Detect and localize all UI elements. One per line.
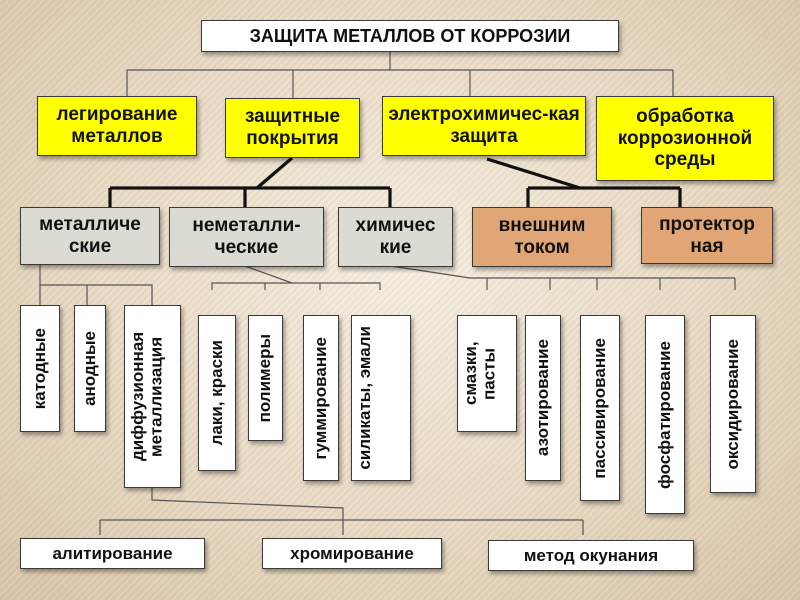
node-anodic: анодные: [74, 305, 106, 432]
node-protective-coatings-label: защитные покрытия: [244, 106, 341, 149]
node-chroming-label: хромирование: [290, 543, 414, 563]
node-environment-treatment-label: обработка коррозионной среды: [617, 105, 753, 171]
node-dipping-method-label: метод окунания: [523, 545, 659, 565]
node-protector-label: протектор ная: [659, 213, 755, 257]
node-external-current-label: внешним током: [498, 215, 586, 258]
node-lacquers-paints: лаки, краски: [198, 315, 236, 471]
node-nonmetallic-label: неметалли-ческие: [192, 215, 301, 258]
node-environment-treatment: обработка коррозионной среды: [596, 96, 774, 181]
node-nonmetallic: неметалли-ческие: [169, 207, 324, 267]
node-diffusion-metallization-label: диффузионная металлизация: [127, 331, 166, 462]
node-greases-pastes-label: смазки, пасты: [461, 341, 499, 406]
node-anodic-label: анодные: [79, 331, 99, 406]
node-polymers: полимеры: [248, 315, 283, 441]
node-rubberizing-label: гуммирование: [310, 336, 330, 460]
node-oxidation: оксидирование: [710, 315, 756, 493]
node-polymers-label: полимеры: [255, 333, 275, 423]
node-oxidation-label: оксидирование: [722, 338, 742, 470]
node-passivation-label: пассивирование: [589, 337, 609, 479]
node-passivation: пассивирование: [580, 315, 620, 501]
node-chemical-label: химичес кие: [355, 215, 436, 258]
page-title-text: ЗАЩИТА МЕТАЛЛОВ ОТ КОРРОЗИИ: [249, 25, 571, 46]
node-electrochemical-protection: электрохимичес-кая защита: [382, 96, 586, 156]
node-silicates-enamels-label: силикаты, эмали: [355, 326, 374, 470]
node-aluminizing-label: алитирование: [52, 543, 173, 563]
node-lacquers-paints-label: лаки, краски: [206, 340, 226, 446]
node-silicates-enamels: силикаты, эмали: [351, 315, 411, 481]
node-protective-coatings: защитные покрытия: [225, 98, 360, 158]
node-electrochemical-protection-label: электрохимичес-кая защита: [388, 104, 580, 147]
node-aluminizing: алитирование: [20, 538, 205, 569]
node-cathodic-label: катодные: [29, 327, 49, 410]
node-phosphating-label: фосфатирование: [654, 340, 674, 489]
node-phosphating: фосфатирование: [645, 315, 685, 514]
node-chroming: хромирование: [262, 538, 442, 569]
node-alloying: легирование металлов: [37, 96, 197, 156]
node-rubberizing: гуммирование: [303, 315, 339, 481]
node-protector: протектор ная: [641, 207, 773, 264]
node-external-current: внешним током: [472, 207, 612, 267]
node-alloying-label: легирование металлов: [56, 104, 178, 147]
node-dipping-method: метод окунания: [488, 540, 694, 571]
node-chemical: химичес кие: [338, 207, 453, 267]
page-title: ЗАЩИТА МЕТАЛЛОВ ОТ КОРРОЗИИ: [201, 20, 619, 52]
node-cathodic: катодные: [20, 305, 60, 432]
node-greases-pastes: смазки, пасты: [457, 315, 517, 432]
node-nitriding-label: азотирование: [532, 339, 552, 457]
node-nitriding: азотирование: [525, 315, 561, 481]
node-metallic: металличе ские: [20, 207, 160, 265]
node-metallic-label: металличе ские: [39, 214, 141, 257]
node-diffusion-metallization: диффузионная металлизация: [124, 305, 181, 488]
